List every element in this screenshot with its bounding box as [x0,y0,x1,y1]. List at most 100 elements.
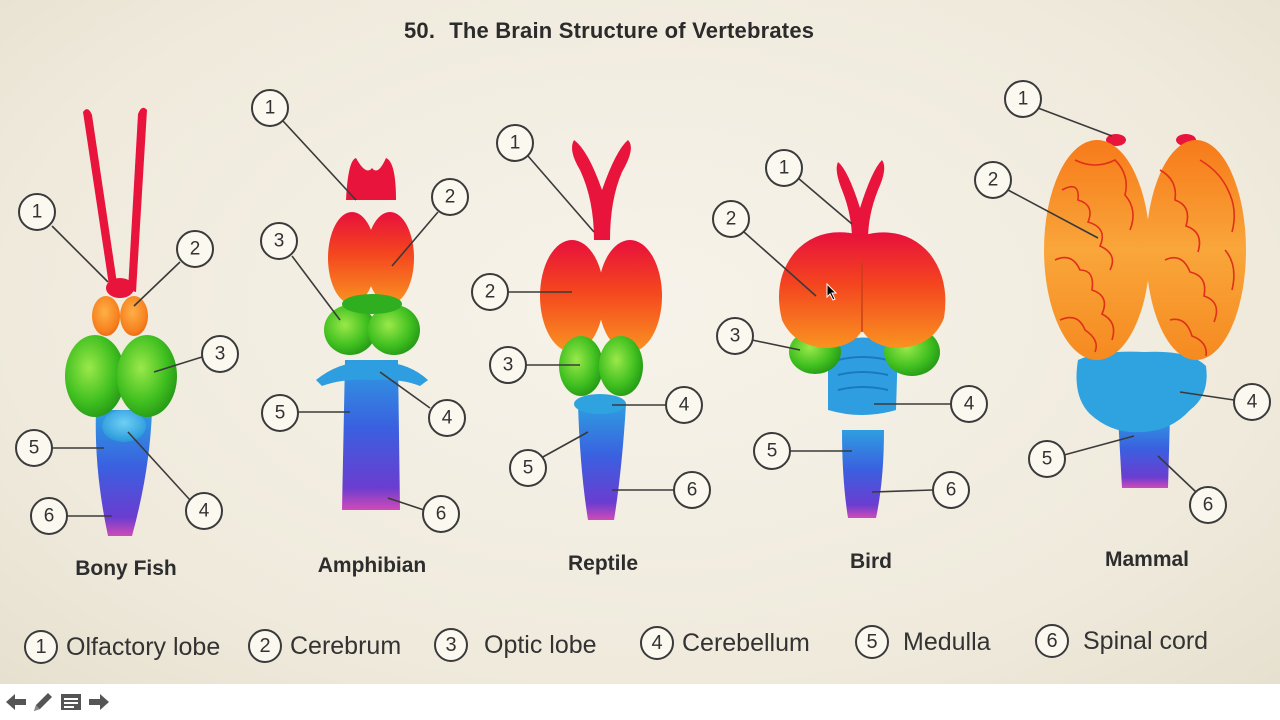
prev-arrow-icon[interactable] [4,690,28,714]
fish-stem [95,410,152,536]
svg-text:5: 5 [523,458,534,479]
amphibian-optic-lobe-right [368,305,420,355]
legend-label: Spinal cord [1083,626,1209,655]
label-amphibian: Amphibian [318,554,427,577]
svg-text:2: 2 [445,187,456,208]
amphibian-callout-4: 4 [379,371,466,437]
reptile-callout-2: 2 [471,273,572,311]
mammal-gyri [1054,159,1236,357]
bird-callout-2: 2 [712,200,817,297]
svg-text:4: 4 [442,408,453,429]
mammal-olfactory-left [1106,134,1126,146]
mammal-cerebrum-left [1044,140,1150,360]
legend-number: 6 [1035,624,1069,658]
mammal-callout-5: 5 [1028,435,1135,478]
fish-cerebrum-left [92,296,120,336]
bird-callout-1: 1 [765,149,853,225]
svg-text:2: 2 [485,282,496,303]
reptile-olfactory [572,140,631,240]
legend-label: Optic lobe [484,630,597,659]
amphibian-brain [316,158,428,510]
amphibian-optic-lobe-left [324,305,376,355]
next-arrow-icon[interactable] [87,690,111,714]
legend-label: Olfactory lobe [66,632,221,661]
svg-text:4: 4 [199,501,210,522]
label-reptile: Reptile [568,552,638,575]
legend-number: 1 [24,630,58,664]
brain-diagram: Bony Fish Amphibian Reptile Bird Mammal … [15,80,1271,580]
fish-callout-1: 1 [18,193,109,283]
svg-text:6: 6 [44,506,55,527]
bird-cerebellum-folds [837,356,889,391]
slide-toolbar [0,684,1280,720]
legend-item-optic-lobe: 3 Optic lobe [434,628,597,662]
reptile-callout-1: 1 [496,124,595,233]
mammal-brain [1044,134,1246,488]
legend-label: Medulla [903,627,991,656]
bird-callout-6: 6 [871,471,970,509]
reptile-optic-lobe-left [559,336,603,396]
mammal-callout-4: 4 [1179,383,1271,421]
legend-item-olfactory-lobe: 1 Olfactory lobe [24,630,220,664]
svg-text:6: 6 [946,480,957,501]
reptile-cerebrum-left [540,240,604,352]
title-number: 50. [404,18,436,43]
pen-icon[interactable] [31,690,55,714]
svg-text:3: 3 [274,231,285,252]
amphibian-callout-1: 1 [251,89,357,201]
svg-text:2: 2 [190,239,201,260]
reptile-brain [540,140,662,520]
svg-text:1: 1 [265,98,276,119]
legend: 1 Olfactory lobe 2 Cerebrum 3 Optic lobe… [0,620,1280,676]
amphibian-stem [342,360,400,510]
amphibian-olfactory [346,158,396,200]
mammal-cerebrum-right [1146,140,1246,360]
legend-item-cerebellum: 4 Cerebellum [640,626,810,660]
svg-text:6: 6 [687,480,698,501]
mammal-callout-2: 2 [974,161,1099,239]
svg-text:3: 3 [503,355,514,376]
reptile-optic-lobe-right [599,336,643,396]
reptile-callout-6: 6 [612,471,711,509]
amphibian-callout-3: 3 [260,222,341,321]
mouse-cursor-icon [826,283,838,301]
svg-text:4: 4 [1247,392,1258,413]
svg-text:6: 6 [436,504,447,525]
diagram-slide: 50. The Brain Structure of Vertebrates [0,0,1280,684]
bird-brain [778,160,946,518]
fish-callout-4: 4 [127,431,223,530]
svg-text:3: 3 [215,344,226,365]
label-mammal: Mammal [1105,548,1189,571]
svg-text:4: 4 [679,395,690,416]
label-bony-fish: Bony Fish [75,557,177,580]
svg-text:1: 1 [1018,89,1029,110]
svg-text:1: 1 [779,158,790,179]
fish-callout-3: 3 [153,335,239,373]
label-bird: Bird [850,550,892,573]
mammal-cerebellum [1076,351,1207,433]
fish-cerebellum [102,410,146,442]
svg-text:2: 2 [726,209,737,230]
mammal-callout-1: 1 [1004,80,1113,137]
reptile-cerebellum [574,394,626,414]
bird-callout-4: 4 [874,385,988,423]
menu-icon[interactable] [59,690,83,714]
svg-text:5: 5 [29,438,40,459]
fish-optic-lobe-left [65,335,125,417]
amphibian-cerebrum-left [328,212,376,304]
bird-cerebellum [828,337,898,415]
amphibian-midbody [342,294,402,314]
bird-callout-3: 3 [716,317,801,355]
fish-olfactory-bulb [106,278,134,298]
reptile-stem [578,404,626,520]
legend-label: Cerebellum [682,628,810,657]
title-text: The Brain Structure of Vertebrates [449,18,815,43]
bird-stem [842,430,884,518]
svg-text:5: 5 [275,403,286,424]
reptile-callout-3: 3 [489,346,580,384]
svg-text:6: 6 [1203,495,1214,516]
bony-fish-brain [65,107,177,536]
svg-text:5: 5 [1042,449,1053,470]
svg-text:4: 4 [964,394,975,415]
amphibian-cerebellum [316,361,428,386]
